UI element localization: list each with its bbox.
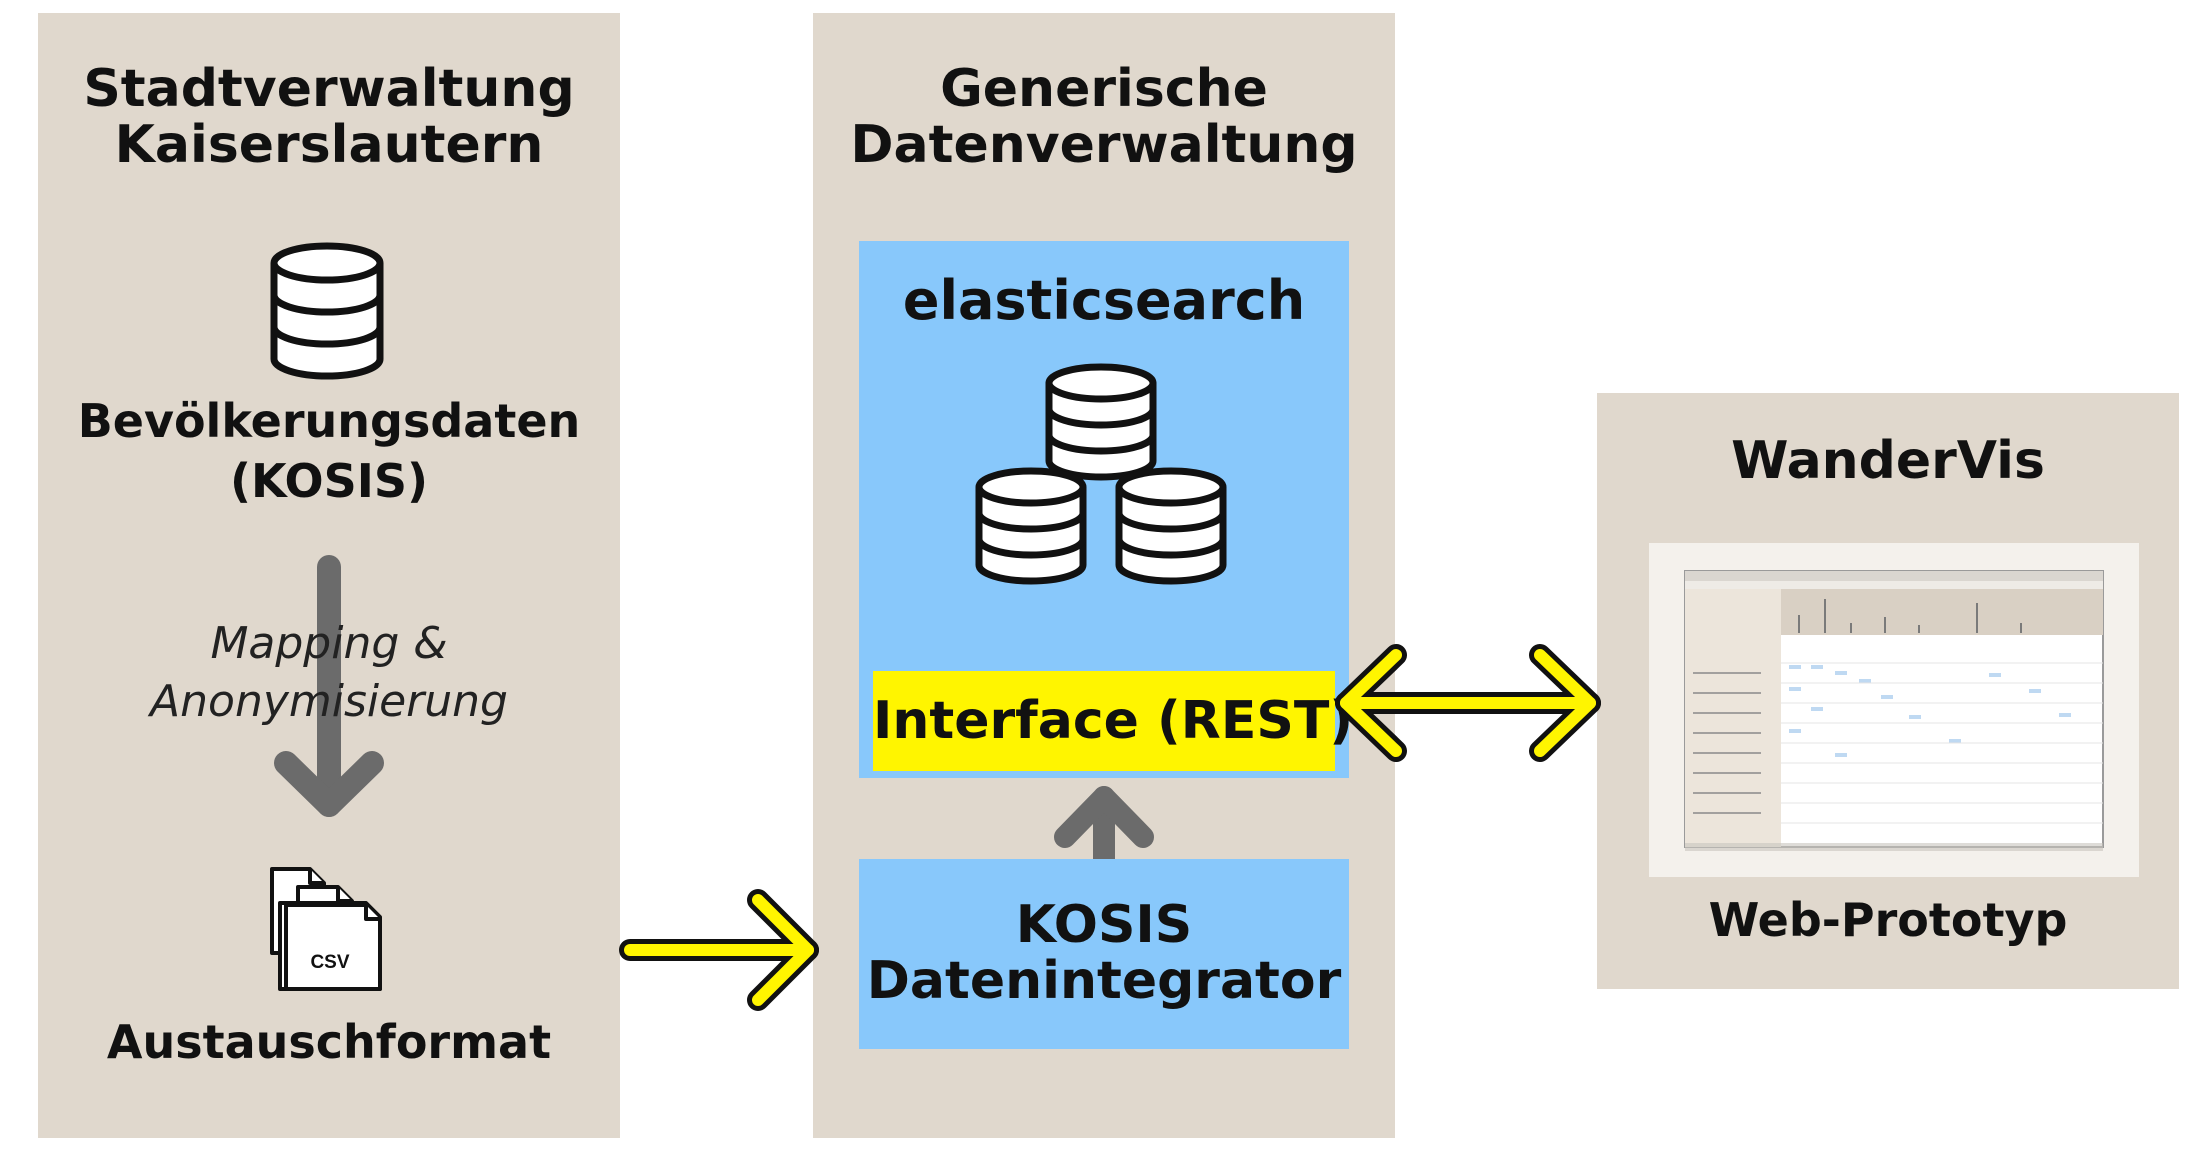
panel-title-datenverwaltung: Generische Datenverwaltung — [850, 59, 1358, 175]
csv-text: CSV — [310, 952, 349, 973]
interface-rest-label: Interface (REST) — [873, 671, 1353, 771]
mapping-arrow — [274, 555, 384, 817]
panel-title-wandervis: WanderVis — [1731, 431, 2045, 491]
kosis-datenintegrator-box: KOSIS Datenintegrator — [859, 859, 1349, 1049]
database-cluster-icon — [975, 363, 1227, 585]
label-austauschformat: Austauschformat — [106, 1015, 552, 1069]
panel-datenverwaltung: Generische Datenverwaltung elasticsearch — [813, 13, 1395, 1138]
panel-stadtverwaltung: Stadtverwaltung Kaiserslautern Bevölkeru… — [38, 13, 620, 1138]
kosis-datenintegrator-label: KOSIS Datenintegrator — [866, 895, 1342, 1011]
elasticsearch-title: elasticsearch — [902, 269, 1306, 332]
up-arrow — [1054, 786, 1154, 876]
label-mapping: Mapping & Anonymisierung — [150, 618, 508, 727]
web-prototype-screenshot — [1649, 543, 2139, 877]
csv-files-icon: CSV — [270, 867, 382, 991]
panel-wandervis: WanderVis — [1597, 393, 2179, 989]
panel-title-stadtverwaltung: Stadtverwaltung Kaiserslautern — [83, 59, 575, 175]
database-icon — [270, 242, 384, 380]
elasticsearch-box: elasticsearch — [859, 241, 1353, 778]
label-web-prototyp: Web-Prototyp — [1708, 893, 2068, 947]
label-bevoelkerungsdaten: Bevölkerungsdaten (KOSIS) — [77, 394, 581, 508]
